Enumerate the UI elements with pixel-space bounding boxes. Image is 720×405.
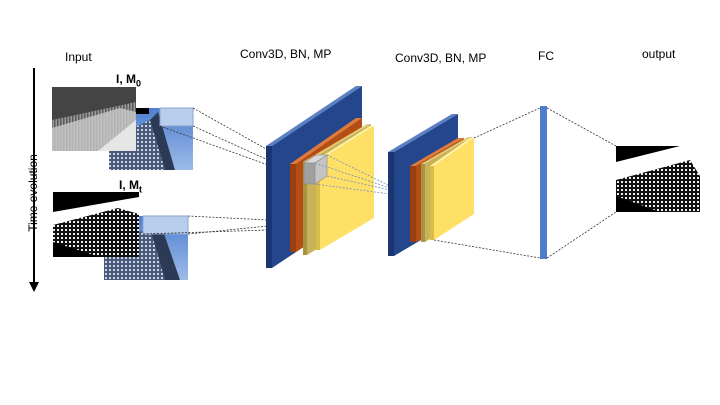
fc-label: FC — [538, 49, 554, 63]
output-label: output — [642, 47, 676, 61]
fc-layer-bar — [540, 106, 547, 259]
conv2-yellow-volume — [430, 138, 474, 240]
frame0-label-sub: 0 — [136, 78, 142, 89]
framet-label: I, Mt — [119, 178, 142, 194]
frame0-label: I, M0 — [116, 72, 141, 88]
input-label: Input — [65, 50, 92, 64]
fc-to-output-lines — [546, 107, 617, 259]
conv2-to-fc-lines — [433, 107, 541, 259]
conv1-label: Conv3D, BN, MP — [240, 47, 332, 61]
framet-label-main: I, M — [119, 178, 139, 192]
frame0-label-main: I, M — [116, 72, 136, 86]
frame0-gray-image — [52, 87, 136, 151]
framet-label-sub: t — [139, 184, 142, 195]
output-image — [616, 146, 700, 212]
conv1-to-conv2-lines — [314, 154, 391, 195]
input-projection-lines — [142, 107, 269, 235]
conv2-label: Conv3D, BN, MP — [395, 51, 487, 65]
conv1-kernel-cube — [303, 154, 328, 185]
framet-bw-image — [53, 192, 139, 257]
time-axis-arrow — [29, 68, 39, 292]
